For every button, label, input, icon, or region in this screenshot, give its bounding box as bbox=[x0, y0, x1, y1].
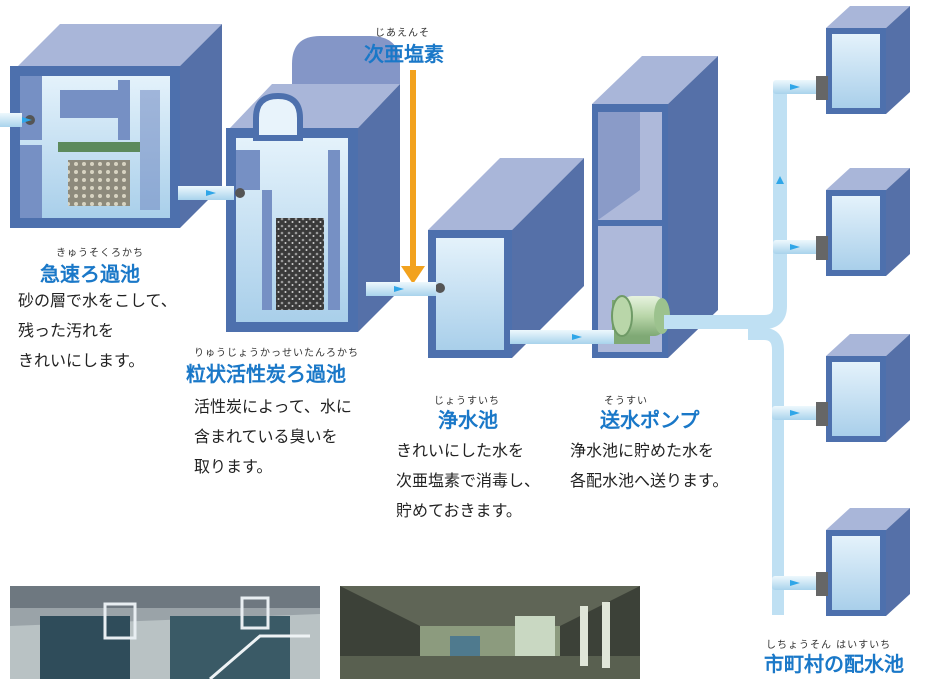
carbon-filter-desc: 活性炭によって、水に 含まれている臭いを 取ります。 bbox=[194, 397, 352, 476]
reservoir-3 bbox=[816, 334, 910, 442]
rapid-filter-desc: 砂の層で水をこして、 残った汚れを きれいにします。 bbox=[18, 291, 177, 370]
chemical-name: 次亜塩素 bbox=[364, 42, 444, 66]
chemical-ruby: じあえんそ bbox=[375, 28, 430, 39]
carbon-filter-tank bbox=[226, 36, 400, 332]
pump-ruby: そうすい bbox=[604, 396, 648, 407]
reservoir-2 bbox=[816, 168, 910, 276]
rapid-filter-tank bbox=[10, 24, 222, 228]
filter-facility-photo bbox=[10, 586, 320, 679]
reservoir-4 bbox=[816, 508, 910, 616]
pump-icon bbox=[611, 295, 670, 337]
pipe-clearwell-to-pump bbox=[510, 330, 614, 344]
clear-well-tank bbox=[428, 158, 584, 358]
flow-arrows bbox=[22, 84, 800, 586]
carbon-filter-title: 粒状活性炭ろ過池 bbox=[186, 362, 346, 386]
pump-desc: 浄水池に貯めた水を 各配水池へ送ります。 bbox=[570, 441, 729, 490]
pipe-inflow bbox=[0, 113, 22, 127]
reservoir-title: 市町村の配水池 bbox=[764, 652, 904, 676]
pump-title: 送水ポンプ bbox=[600, 408, 700, 432]
reservoir-ruby: しちょうそん はいすいち bbox=[766, 640, 892, 651]
carbon-filter-ruby: りゅうじょうかっせいたんろかち bbox=[194, 348, 359, 359]
clear-well-desc: きれいにした水を 次亜塩素で消毒し、 貯めておきます。 bbox=[396, 441, 541, 520]
rapid-filter-title: 急速ろ過池 bbox=[40, 262, 140, 286]
reservoir-1 bbox=[816, 6, 910, 114]
clear-well-title: 浄水池 bbox=[438, 408, 498, 432]
pump-room-photo bbox=[340, 586, 640, 679]
clear-well-ruby: じょうすいち bbox=[434, 396, 500, 407]
rapid-filter-ruby: きゅうそくろかち bbox=[56, 248, 144, 259]
chlorine-feed-arrow bbox=[401, 70, 425, 284]
